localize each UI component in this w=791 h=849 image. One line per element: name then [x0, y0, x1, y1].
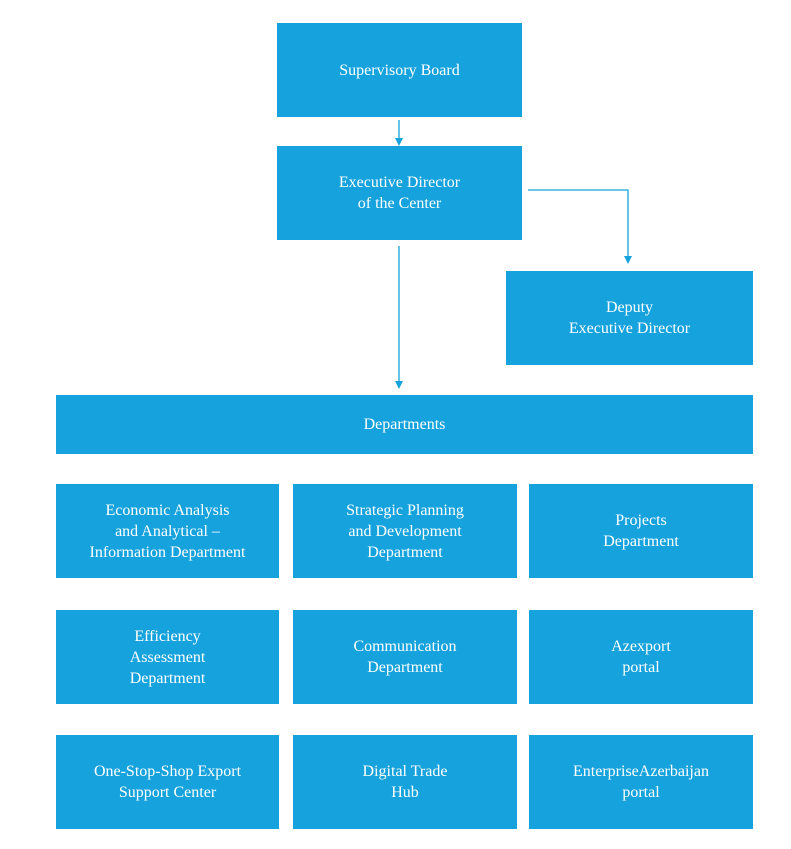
label-line: and Development [348, 522, 462, 540]
label-line: Strategic Planning [346, 501, 464, 519]
label-line: Department [367, 543, 443, 561]
label-line: One-Stop-Shop Export [93, 763, 242, 780]
label-line: Azexport [611, 638, 671, 655]
unit-enterprise-azerbaijan-portal: EnterpriseAzerbaijan portal [529, 735, 753, 829]
label-line: Economic Analysis [105, 501, 230, 519]
label-line: Executive Director [338, 174, 461, 191]
label-line: Deputy [605, 299, 654, 316]
unit-label: EnterpriseAzerbaijan portal [573, 761, 709, 803]
label-line: Assessment [129, 648, 206, 666]
label-line: Digital Trade [362, 763, 448, 780]
supervisory-board-label: Supervisory Board [339, 60, 459, 81]
label-line: Supervisory Board [339, 61, 460, 79]
label-line: Efficiency [134, 627, 201, 645]
label-line: Department [367, 659, 443, 676]
label-line: Information Department [89, 543, 246, 561]
unit-label: Economic Analysis and Analytical – Informa… [90, 500, 246, 563]
departments-header-box: Departments [56, 395, 753, 454]
label-line: and Analytical – [115, 522, 220, 540]
label-line: Executive Director [568, 320, 691, 337]
unit-economic-analysis: Economic Analysis and Analytical – Informa… [56, 484, 279, 578]
label-line: Hub [391, 784, 419, 801]
unit-label: Azexport portal [611, 636, 671, 678]
executive-director-label: Executive Director of the Center [339, 172, 460, 214]
label-line: Support Center [118, 784, 217, 801]
label-line: of the Center [357, 195, 442, 212]
label-line: Department [129, 669, 206, 687]
label-line: Projects [615, 512, 667, 529]
departments-header-label: Departments [364, 414, 446, 435]
label-line: Department [603, 533, 679, 550]
arrow-executive-to-deputy [528, 189, 632, 264]
executive-director-box: Executive Director of the Center [277, 146, 522, 240]
label-line: portal [622, 659, 660, 676]
label-line: Departments [363, 416, 446, 433]
label-line: portal [622, 784, 660, 801]
unit-azexport-portal: Azexport portal [529, 610, 753, 704]
label-line: EnterpriseAzerbaijan [573, 763, 709, 780]
label-line: Communication [353, 638, 457, 655]
supervisory-board-box: Supervisory Board [277, 23, 522, 117]
